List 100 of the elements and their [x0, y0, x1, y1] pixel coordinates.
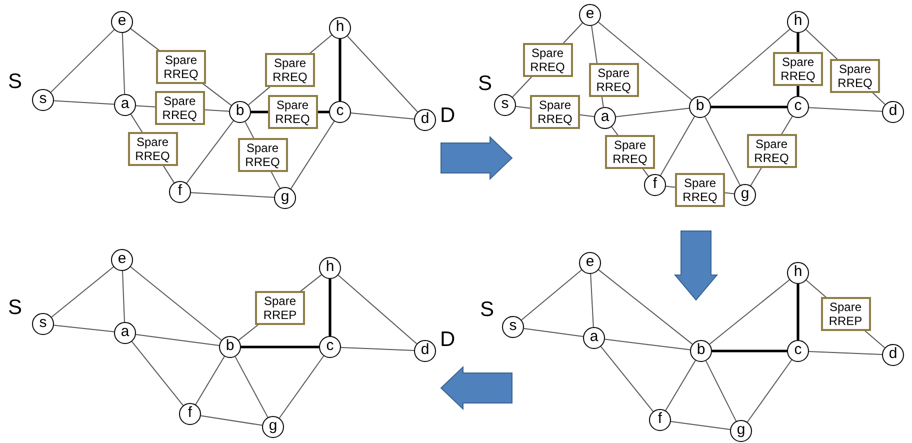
link-line: [523, 328, 584, 337]
network-node: b: [229, 101, 251, 123]
link-line: [604, 338, 691, 350]
network-node: f: [649, 409, 671, 431]
network-node: b: [689, 96, 711, 118]
network-node: g: [734, 184, 756, 206]
network-node: a: [583, 327, 605, 349]
link-line: [278, 356, 324, 418]
message-label: Spare RREQ: [773, 52, 823, 86]
message-label: Spare RREP: [255, 290, 305, 324]
network-node: e: [111, 249, 133, 271]
message-label: Spare RREQ: [675, 173, 725, 207]
link-line: [54, 100, 114, 105]
link-line: [195, 356, 225, 406]
network-node: c: [787, 96, 809, 118]
link-line: [131, 341, 184, 406]
link-line: [615, 108, 690, 118]
network-node: f: [169, 181, 191, 203]
link-line: [200, 415, 263, 426]
message-label: Spare RREQ: [605, 134, 655, 168]
network-node: c: [329, 101, 351, 123]
message-label: Spare RREQ: [156, 50, 206, 84]
link-line: [122, 270, 125, 322]
link-line: [135, 334, 220, 346]
link-line: [186, 120, 234, 184]
link-line: [705, 360, 737, 422]
network-node: c: [787, 340, 809, 362]
network-node: d: [882, 101, 904, 123]
network-node: g: [274, 187, 296, 209]
network-node: c: [319, 336, 341, 358]
link-line: [600, 346, 654, 412]
network-node: d: [414, 340, 436, 362]
network-node: f: [179, 403, 201, 425]
network-node: g: [730, 420, 752, 442]
link-line: [808, 351, 882, 355]
link-line: [241, 346, 319, 348]
network-node: a: [114, 322, 136, 344]
network-node: e: [579, 252, 601, 274]
link-line: [708, 28, 790, 100]
link-line: [665, 360, 696, 411]
network-node: h: [787, 11, 809, 33]
link-line: [51, 266, 114, 318]
message-label: Spare RREQ: [830, 59, 880, 93]
message-label: Spare RREQ: [588, 62, 639, 97]
link-line: [796, 284, 800, 340]
link-line: [347, 36, 418, 112]
message-label: Spare RREP: [820, 297, 870, 331]
network-node: s: [502, 316, 524, 338]
network-node: s: [32, 89, 54, 111]
network-node: f: [644, 174, 666, 196]
link-line: [590, 274, 594, 328]
message-label: Spare RREQ: [746, 134, 796, 168]
link-line: [122, 32, 126, 94]
endpoint-label: D: [440, 328, 456, 352]
message-label: Spare RREQ: [128, 132, 178, 166]
network-node: h: [329, 17, 351, 39]
link-line: [521, 270, 582, 320]
network-node: d: [882, 344, 904, 366]
network-node: s: [32, 313, 54, 335]
network-node: a: [594, 107, 616, 129]
message-label: Spare RREQ: [522, 43, 572, 77]
link-line: [660, 116, 695, 176]
link-line: [338, 39, 342, 101]
link-line: [746, 360, 792, 422]
endpoint-label: S: [478, 72, 492, 96]
network-node: h: [787, 262, 809, 284]
network-node: e: [579, 4, 601, 26]
link-line: [340, 347, 414, 351]
network-node: e: [111, 11, 133, 33]
link-line: [711, 106, 787, 108]
message-label: Spare RREQ: [530, 94, 580, 128]
network-node: b: [690, 340, 712, 362]
message-label: Spare RREQ: [154, 91, 205, 126]
link-line: [290, 120, 335, 190]
message-label: Spare RREQ: [238, 138, 288, 172]
link-line: [350, 112, 414, 120]
link-line: [598, 22, 692, 100]
link-line: [328, 279, 332, 336]
message-label: Spare RREQ: [265, 53, 315, 87]
link-line: [704, 116, 740, 186]
link-line: [712, 350, 787, 352]
link-line: [808, 107, 882, 112]
link-line: [50, 29, 115, 93]
network-node: d: [414, 109, 436, 131]
endpoint-label: S: [8, 296, 22, 320]
link-line: [234, 356, 268, 418]
endpoint-label: S: [8, 70, 22, 94]
message-label: Spare RREQ: [268, 95, 318, 129]
endpoint-label: D: [440, 104, 456, 128]
network-node: b: [219, 336, 241, 358]
endpoint-label: S: [480, 298, 494, 322]
link-line: [670, 421, 731, 430]
link-line: [130, 266, 222, 341]
link-line: [598, 269, 693, 345]
link-line: [53, 324, 115, 332]
network-node: s: [494, 94, 516, 116]
link-line: [190, 192, 274, 198]
network-node: g: [262, 416, 284, 438]
network-node: h: [319, 257, 341, 279]
link-line: [338, 274, 418, 344]
